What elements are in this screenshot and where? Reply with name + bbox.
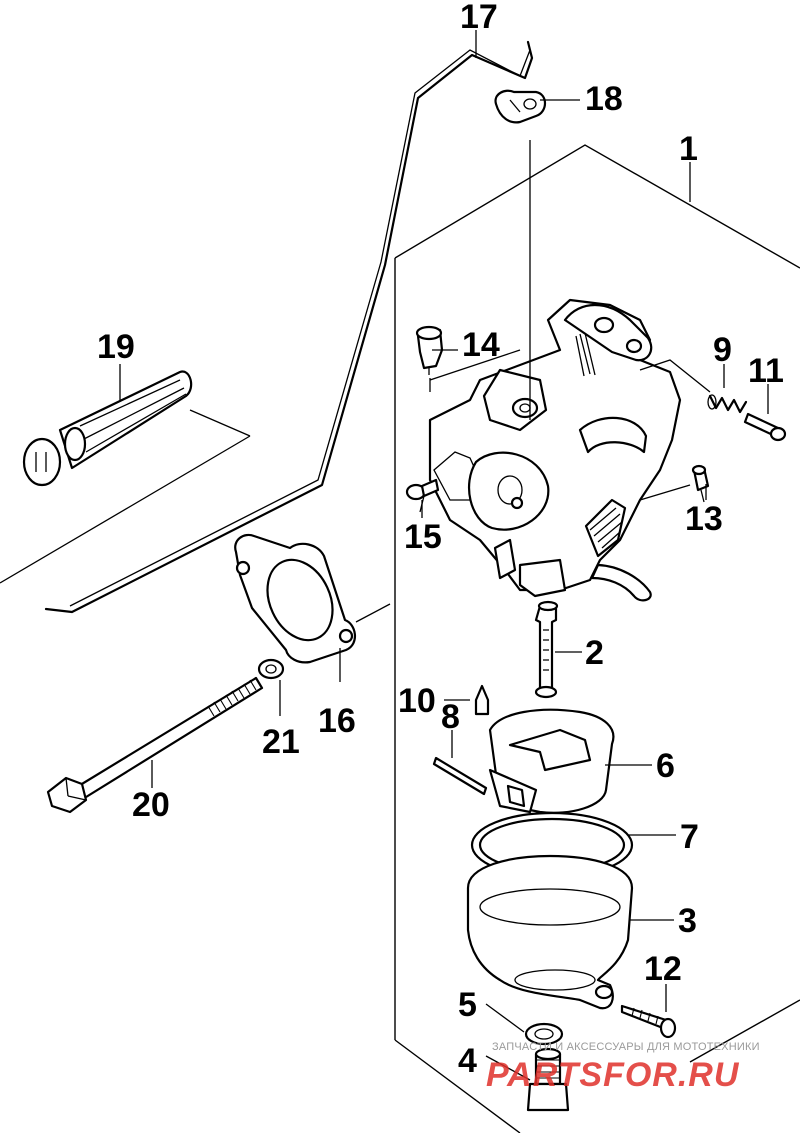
callout-19: 19 bbox=[97, 328, 135, 366]
part-6-float bbox=[488, 708, 652, 814]
part-13-plug bbox=[691, 464, 710, 503]
part-11-throttle-stop-screw bbox=[743, 412, 787, 442]
watermark-logo: PARTSFOR.RU bbox=[486, 1056, 740, 1094]
callout-9: 9 bbox=[713, 331, 732, 369]
watermark-caption: ЗАПЧАСТИ И АКСЕССУАРЫ ДЛЯ МОТОТЕХНИКИ bbox=[492, 1041, 760, 1053]
part-5-washer bbox=[485, 1003, 564, 1046]
part-18-rod-clip bbox=[494, 89, 547, 124]
part-15-screw bbox=[405, 478, 440, 513]
callout-18: 18 bbox=[585, 80, 623, 118]
callout-17: 17 bbox=[460, 0, 498, 36]
callout-7: 7 bbox=[680, 818, 699, 856]
callout-14: 14 bbox=[462, 326, 500, 364]
part-3-float-bowl bbox=[466, 854, 674, 1010]
part-14-pilot-screw bbox=[415, 325, 458, 375]
callout-16: 16 bbox=[318, 702, 356, 740]
callout-12: 12 bbox=[644, 950, 682, 988]
part-2-main-nozzle bbox=[529, 140, 582, 699]
callout-11: 11 bbox=[748, 352, 784, 390]
part-4-drain-bolt bbox=[485, 1047, 570, 1112]
assembly-boundary bbox=[394, 144, 800, 1133]
part-16-gasket bbox=[234, 533, 356, 664]
part-21-washer bbox=[257, 658, 285, 680]
callout-21: 21 bbox=[262, 723, 300, 761]
part-8-float-pin bbox=[432, 730, 488, 796]
callout-2: 2 bbox=[585, 634, 604, 672]
callout-labels: 17 18 1 19 14 9 11 13 15 2 10 8 16 21 6 … bbox=[97, 0, 784, 1080]
callout-15: 15 bbox=[404, 518, 442, 556]
part-20-through-bolt bbox=[46, 603, 391, 814]
callout-1: 1 bbox=[679, 130, 698, 168]
callout-6: 6 bbox=[656, 747, 675, 785]
part-10-float-needle bbox=[474, 684, 490, 716]
callout-13: 13 bbox=[685, 500, 723, 538]
part-19-fuel-filter bbox=[22, 370, 193, 487]
callout-8: 8 bbox=[441, 698, 460, 736]
part-17-linkage-rod bbox=[0, 40, 534, 614]
callout-3: 3 bbox=[678, 902, 697, 940]
callout-4: 4 bbox=[458, 1042, 477, 1080]
callout-10: 10 bbox=[398, 682, 436, 720]
leader-lines bbox=[119, 30, 769, 788]
callout-5: 5 bbox=[458, 986, 477, 1024]
callout-20: 20 bbox=[132, 786, 170, 824]
part-12-drain-screw bbox=[620, 984, 677, 1039]
part-9-spring bbox=[707, 394, 748, 414]
watermark: ЗАПЧАСТИ И АКСЕССУАРЫ ДЛЯ МОТОТЕХНИКИ PA… bbox=[486, 1041, 760, 1094]
